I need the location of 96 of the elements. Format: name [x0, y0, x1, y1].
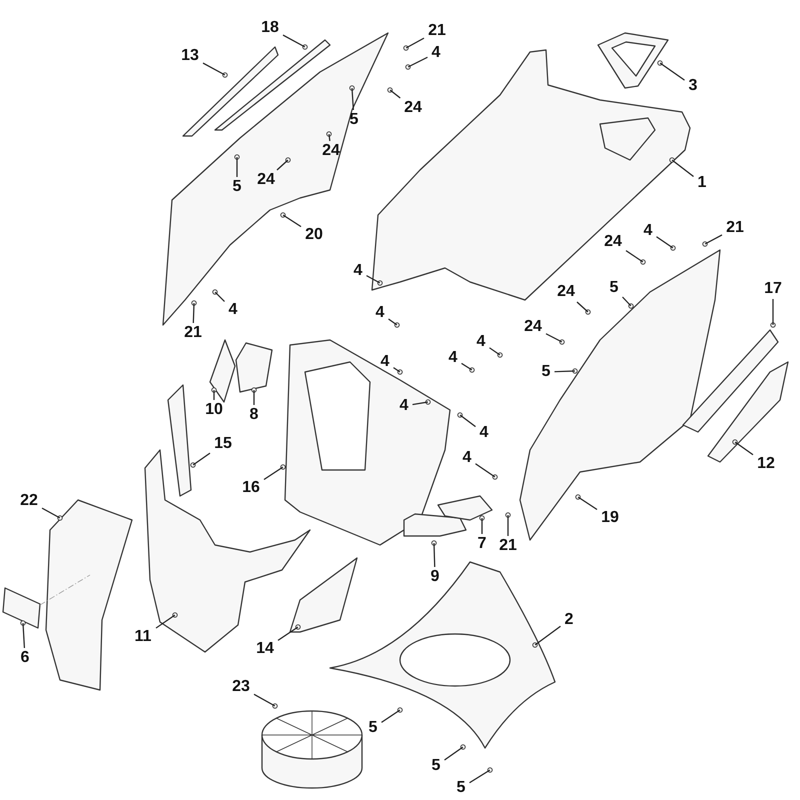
callout-number: 12: [757, 455, 775, 473]
leader-line: [236, 157, 238, 177]
leader-line: [388, 318, 398, 326]
callout-number: 5: [232, 178, 242, 196]
leader-line: [253, 390, 255, 405]
leader-line: [282, 214, 302, 228]
leader-line: [22, 622, 26, 648]
leader-line: [534, 626, 561, 646]
callout-number: 4: [354, 262, 362, 280]
leader-line: [772, 299, 774, 325]
callout-number: 6: [20, 649, 30, 667]
leader-line: [656, 236, 674, 248]
callout-number: 4: [376, 304, 384, 322]
callout-number: 20: [305, 226, 323, 244]
callout-number: 17: [764, 280, 782, 298]
callout-number: 11: [134, 628, 152, 646]
callout-number: 4: [400, 397, 408, 415]
callout-number: 21: [184, 324, 202, 342]
leader-line: [264, 466, 284, 480]
leader-line: [381, 710, 400, 723]
leader-line: [489, 347, 500, 356]
leader-line: [576, 302, 588, 312]
leader-line: [351, 88, 354, 110]
leader-line: [660, 62, 685, 81]
leader-line: [366, 275, 380, 284]
callout-number: 7: [478, 535, 486, 553]
callout-number: 24: [257, 171, 275, 189]
leader-line: [554, 370, 576, 372]
leader-line: [704, 234, 722, 245]
callout-number: 1: [698, 174, 706, 192]
callout-number: 19: [601, 509, 619, 527]
callout-number: 24: [524, 318, 542, 336]
callout-number: 8: [250, 406, 258, 424]
leader-line: [578, 496, 598, 510]
leader-line: [254, 694, 276, 707]
leader-line: [192, 452, 210, 466]
leader-line: [475, 463, 496, 478]
leader-line: [734, 442, 754, 456]
leader-line: [626, 250, 644, 262]
callout-number: 23: [232, 678, 250, 696]
leader-line: [278, 626, 298, 641]
callout-number: 15: [214, 435, 232, 453]
callout-number: 16: [242, 479, 260, 497]
callout-number: 4: [644, 222, 652, 240]
callout-number: 3: [688, 77, 698, 95]
leader-line: [672, 160, 694, 177]
leader-line: [393, 367, 400, 372]
callout-number: 10: [205, 401, 223, 419]
leader-line: [214, 292, 225, 302]
leader-line: [282, 34, 306, 48]
leader-line: [546, 333, 562, 343]
callout-number: 4: [462, 449, 472, 467]
leader-line: [412, 401, 428, 406]
leader-line: [461, 362, 472, 370]
callout-number: 14: [256, 640, 274, 658]
callout-number: 5: [456, 779, 466, 797]
callout-number: 21: [726, 219, 744, 237]
callout-number: 4: [380, 353, 390, 371]
callout-number: 4: [476, 333, 486, 351]
callout-number: 22: [20, 492, 38, 510]
callout-number: 24: [322, 142, 340, 160]
leader-line: [444, 746, 464, 761]
leader-line: [276, 160, 288, 170]
leader-line: [156, 614, 176, 629]
callout-number: 4: [228, 301, 238, 319]
callout-number: 4: [448, 349, 458, 367]
callout-number: 5: [432, 757, 440, 775]
leader-line: [42, 508, 60, 519]
leader-line: [507, 515, 509, 536]
leader-line: [460, 414, 476, 428]
callout-number: 4: [432, 44, 440, 62]
callout-number: 24: [404, 99, 422, 117]
callout-number: 5: [610, 279, 618, 297]
callout-number: 5: [350, 111, 358, 129]
leader-line: [481, 518, 483, 534]
callout-number: 5: [368, 719, 378, 737]
leader-line: [213, 390, 215, 400]
callout-number: 13: [181, 47, 199, 65]
callout-number: 21: [499, 537, 517, 555]
callout-number: 24: [557, 283, 575, 301]
callout-number: 2: [564, 611, 574, 629]
callout-number: 4: [480, 424, 488, 442]
leader-line: [408, 56, 428, 68]
callout-number: 9: [430, 568, 440, 586]
leader-line: [469, 770, 490, 784]
callout-number: 21: [428, 22, 446, 40]
leader-line: [192, 302, 195, 324]
callout-number: 24: [604, 233, 622, 251]
leader-line: [622, 296, 632, 306]
leader-line: [328, 134, 330, 142]
leader-line: [202, 62, 226, 76]
leader-line: [433, 542, 436, 568]
leader-line: [406, 38, 424, 49]
callout-number: 18: [261, 19, 279, 37]
leader-line: [390, 90, 401, 98]
callout-number: 5: [542, 363, 550, 381]
